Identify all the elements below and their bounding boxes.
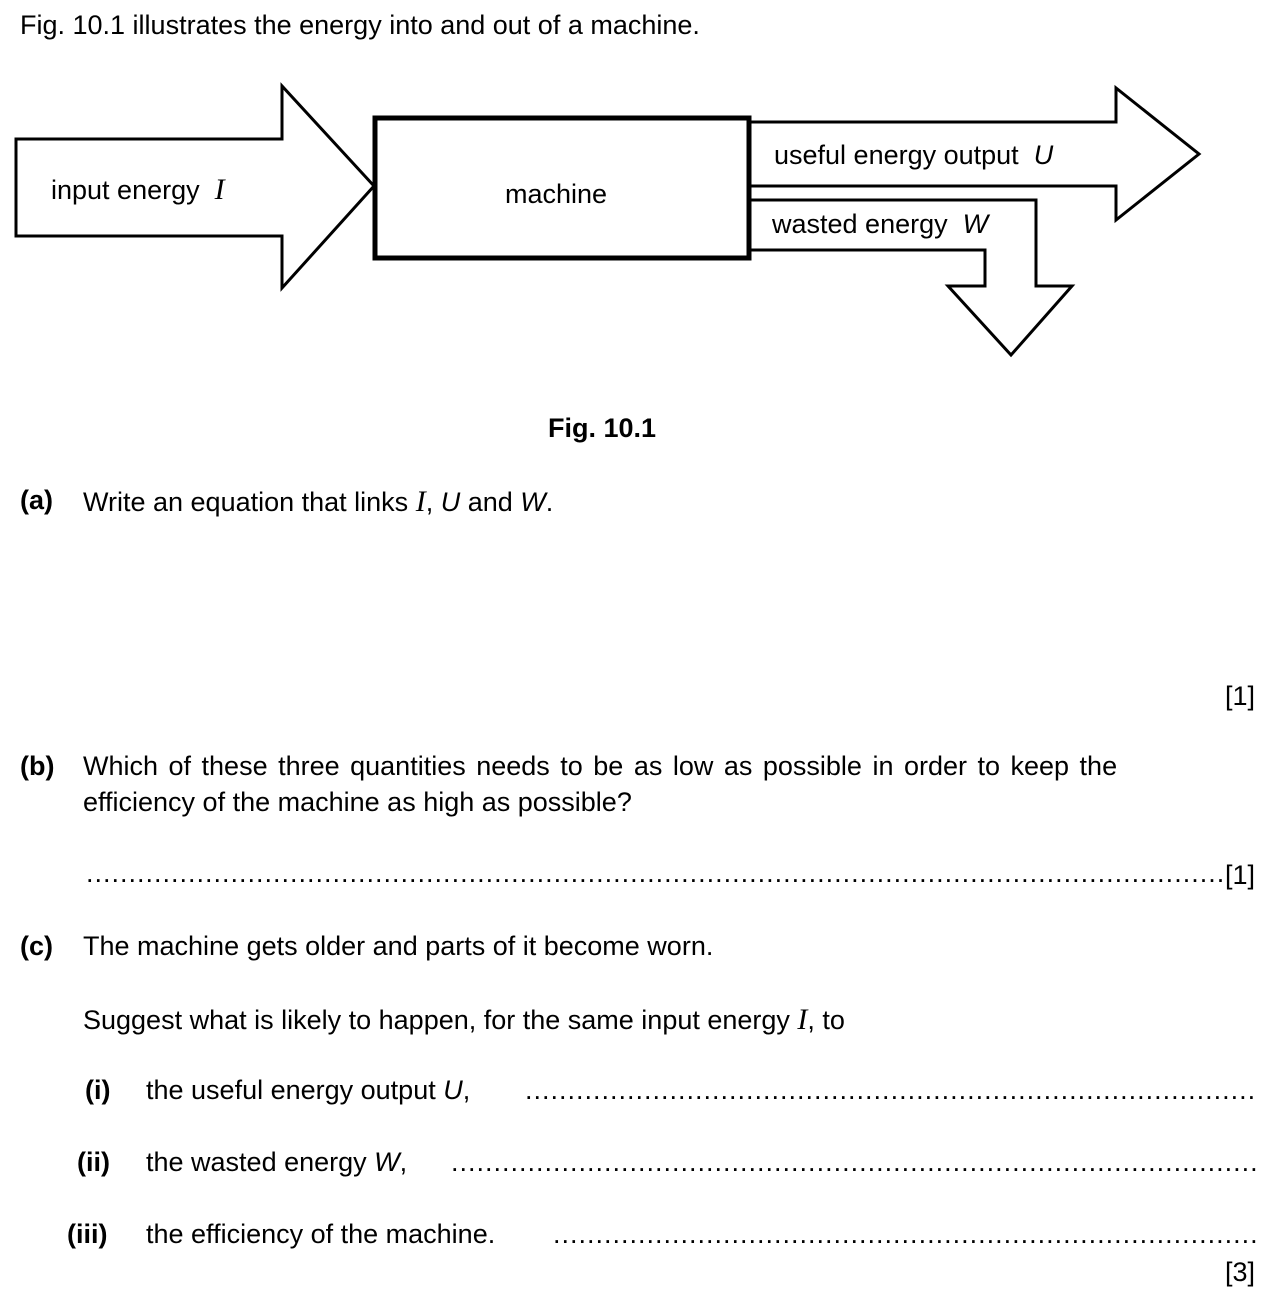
part-a-label: (a): [20, 485, 53, 515]
part-b-line2: efficiency of the machine as high as pos…: [83, 787, 632, 817]
useful-energy-label: useful energy output U: [774, 140, 1054, 170]
machine-box: [372, 115, 752, 261]
wasted-symbol: W: [962, 209, 989, 239]
part-b-answer-line[interactable]: ........................................…: [86, 860, 1222, 887]
part-c-marks: [3]: [1225, 1257, 1256, 1287]
useful-symbol: U: [1033, 140, 1054, 170]
part-c-suggest: Suggest what is likely to happen, for th…: [83, 1003, 845, 1036]
part-b-marks: [1]: [1225, 860, 1256, 890]
part-a-marks: [1]: [1225, 681, 1256, 711]
wasted-energy-label: wasted energy W: [772, 209, 989, 239]
wasted-energy-arrow: [748, 198, 1076, 358]
part-b-label: (b): [20, 751, 55, 781]
part-c-label: (c): [20, 931, 53, 961]
part-c-text: The machine gets older and parts of it b…: [83, 931, 714, 961]
part-c-i-answer-line[interactable]: ........................................…: [525, 1077, 1257, 1104]
energy-flow-diagram: [14, 82, 1202, 358]
machine-label: machine: [505, 179, 608, 209]
part-c-i-text: the useful energy output U,: [146, 1075, 471, 1105]
part-c-iii-answer-line[interactable]: ........................................…: [553, 1221, 1257, 1248]
part-c-ii-label: (ii): [77, 1147, 110, 1177]
input-energy-label: input energy I: [51, 173, 225, 206]
part-c-i-label: (i): [85, 1075, 111, 1105]
part-c-iii-label: (iii): [67, 1219, 108, 1249]
part-c-iii-text: the efficiency of the machine.: [146, 1219, 496, 1249]
intro-text: Fig. 10.1 illustrates the energy into an…: [20, 10, 700, 40]
figure-caption: Fig. 10.1: [548, 413, 657, 443]
useful-energy-arrow: [748, 84, 1202, 224]
part-c-ii-text: the wasted energy W,: [146, 1147, 408, 1177]
input-symbol: I: [214, 173, 225, 206]
input-energy-arrow: [14, 82, 377, 292]
part-a-question: Write an equation that links I, U and W.: [83, 485, 554, 518]
part-c-ii-answer-line[interactable]: ........................................…: [451, 1149, 1257, 1176]
part-b-line1: Which of these three quantities needs to…: [83, 751, 1118, 781]
